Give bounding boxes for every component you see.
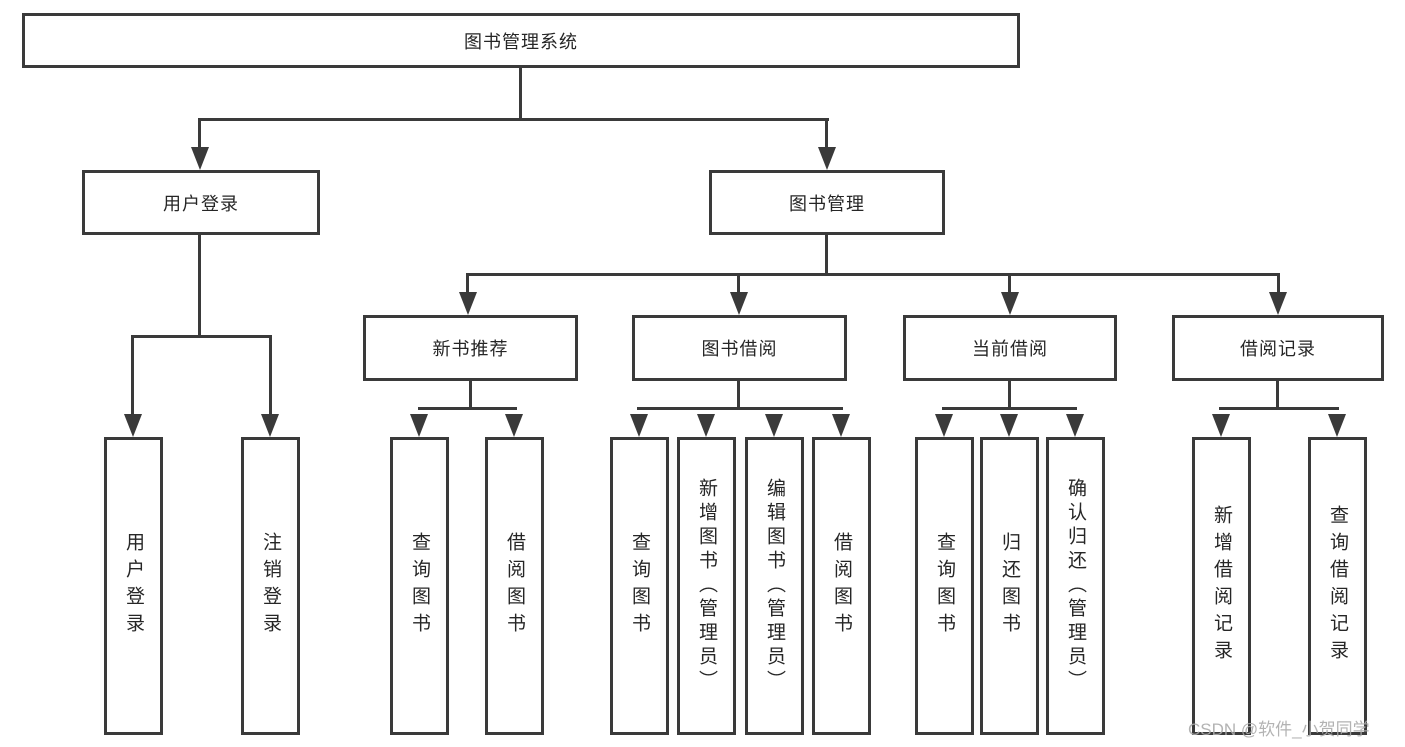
connector-root-trunk (519, 68, 522, 121)
node-book-borrowing: 图书借阅 (632, 315, 847, 381)
arrow-down-icon (410, 414, 428, 437)
connector-new-book-trunk (469, 381, 472, 410)
node-label: 编辑图书（管理员） (764, 478, 785, 694)
connector-borrow-records-split (1219, 407, 1339, 410)
node-label: 用户登录 (163, 193, 239, 214)
node-label: 新书推荐 (432, 339, 509, 359)
arrow-down-icon (261, 414, 279, 437)
node-return-book: 归还图书 (980, 437, 1039, 735)
node-user-login-leaf: 用户登录 (104, 437, 163, 735)
connector-drop-user-login (198, 118, 201, 150)
node-label: 借阅记录 (1240, 339, 1316, 359)
node-label: 用户登录 (123, 532, 144, 640)
csdn-watermark: CSDN @软件_小贺同学 (1188, 720, 1370, 739)
connector-drop-login-leaf (131, 335, 134, 420)
node-user-login: 用户登录 (82, 170, 320, 235)
connector-drop-book-mgmt (825, 118, 828, 150)
connector-drop-new-book (466, 273, 469, 297)
node-label: 查询借阅记录 (1327, 505, 1348, 667)
node-label: 查询图书 (409, 532, 430, 640)
node-label: 查询图书 (629, 532, 650, 640)
arrow-down-icon (1001, 292, 1019, 315)
arrow-down-icon (1212, 414, 1230, 437)
arrow-down-icon (765, 414, 783, 437)
node-borrow-books-recommend: 借阅图书 (485, 437, 544, 735)
connector-book-mgmt-split (466, 273, 1280, 276)
arrow-down-icon (1269, 292, 1287, 315)
connector-user-login-split (131, 335, 272, 338)
node-label: 图书借阅 (701, 339, 778, 359)
arrow-down-icon (505, 414, 523, 437)
arrow-down-icon (730, 292, 748, 315)
node-book-management: 图书管理 (709, 170, 945, 235)
arrow-down-icon (191, 147, 209, 170)
node-query-books-recommend: 查询图书 (390, 437, 449, 735)
connector-user-login-trunk (198, 235, 201, 338)
connector-current-borrow-split (942, 407, 1077, 410)
arrow-down-icon (1328, 414, 1346, 437)
node-label: 借阅图书 (831, 532, 852, 640)
connector-book-mgmt-trunk (825, 235, 828, 276)
node-new-book-recommendation: 新书推荐 (363, 315, 578, 381)
connector-new-book-split (418, 407, 517, 410)
node-label: 图书管理 (789, 193, 865, 214)
arrow-down-icon (832, 414, 850, 437)
arrow-down-icon (697, 414, 715, 437)
node-label: 图书管理系统 (464, 31, 578, 52)
node-library-management-system: 图书管理系统 (22, 13, 1020, 68)
connector-borrow-records-trunk (1276, 381, 1279, 410)
arrow-down-icon (818, 147, 836, 170)
node-label: 归还图书 (999, 532, 1020, 640)
node-label: 确认归还（管理员） (1065, 478, 1086, 694)
arrow-down-icon (935, 414, 953, 437)
arrow-down-icon (1000, 414, 1018, 437)
node-query-books-borrow: 查询图书 (610, 437, 669, 735)
node-label: 当前借阅 (972, 339, 1048, 359)
connector-drop-current-borrow (1008, 273, 1011, 297)
connector-book-borrow-trunk (737, 381, 740, 410)
node-logout-leaf: 注销登录 (241, 437, 300, 735)
node-label: 借阅图书 (504, 532, 525, 640)
node-label: 注销登录 (260, 532, 281, 640)
node-label: 新增借阅记录 (1211, 505, 1232, 667)
connector-current-borrow-trunk (1008, 381, 1011, 410)
node-borrow-books-leaf: 借阅图书 (812, 437, 871, 735)
node-current-borrowing: 当前借阅 (903, 315, 1117, 381)
connector-drop-borrow-records (1277, 273, 1280, 297)
connector-root-split (198, 118, 829, 121)
node-borrowing-records: 借阅记录 (1172, 315, 1384, 381)
connector-drop-logout-leaf (269, 335, 272, 420)
node-add-book-admin: 新增图书（管理员） (677, 437, 736, 735)
node-edit-book-admin: 编辑图书（管理员） (745, 437, 804, 735)
node-label: 查询图书 (934, 532, 955, 640)
arrow-down-icon (459, 292, 477, 315)
arrow-down-icon (630, 414, 648, 437)
connector-book-borrow-split (637, 407, 843, 410)
connector-drop-book-borrow (737, 273, 740, 297)
node-query-borrow-record: 查询借阅记录 (1308, 437, 1367, 735)
node-confirm-return-admin: 确认归还（管理员） (1046, 437, 1105, 735)
node-label: 新增图书（管理员） (696, 478, 717, 694)
arrow-down-icon (124, 414, 142, 437)
arrow-down-icon (1066, 414, 1084, 437)
node-query-books-current: 查询图书 (915, 437, 974, 735)
node-add-borrow-record: 新增借阅记录 (1192, 437, 1251, 735)
